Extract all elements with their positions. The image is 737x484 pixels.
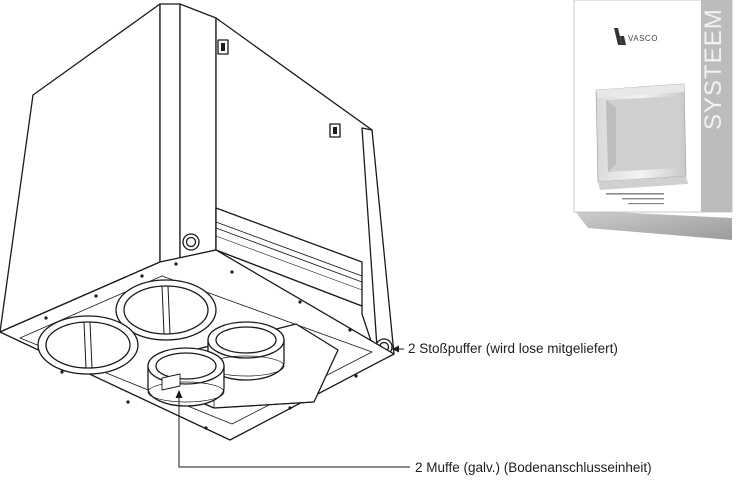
bumper-left: [182, 233, 200, 251]
leader-lines: [175, 345, 410, 468]
callout-stosspuffer: 2 Stoßpuffer (wird lose mitgeliefert): [408, 341, 618, 356]
vasco-logo-icon: [614, 28, 626, 45]
brochure-product-image: [595, 83, 688, 190]
brochure-vertical-title: SYSTEEM D: [700, 0, 727, 130]
unit-front-panel: [159, 3, 181, 263]
arrow-muffe-icon: [175, 390, 183, 398]
brochure-thumbnail: [573, 0, 733, 240]
duct-ring-left: [37, 315, 139, 375]
mounting-bracket: [161, 373, 181, 391]
sleeve-back: [207, 321, 285, 381]
sleeve-front: [147, 347, 225, 407]
brochure-fine-print: [606, 193, 664, 205]
ventilation-unit-drawing: [0, 3, 395, 441]
brochure-spine: [701, 0, 732, 212]
leader-line-muffe: [178, 392, 410, 468]
duct-ring-upper: [115, 279, 217, 341]
screw-holes: [44, 262, 358, 430]
arrow-stosspuffer-icon: [392, 345, 399, 353]
brochure-brand-label: VASCO: [628, 34, 658, 43]
callout-muffe: 2 Muffe (galv.) (Bodenanschlusseinheit): [415, 460, 652, 475]
brochure-shadow: [574, 210, 732, 240]
unit-door-panel: [179, 3, 217, 259]
